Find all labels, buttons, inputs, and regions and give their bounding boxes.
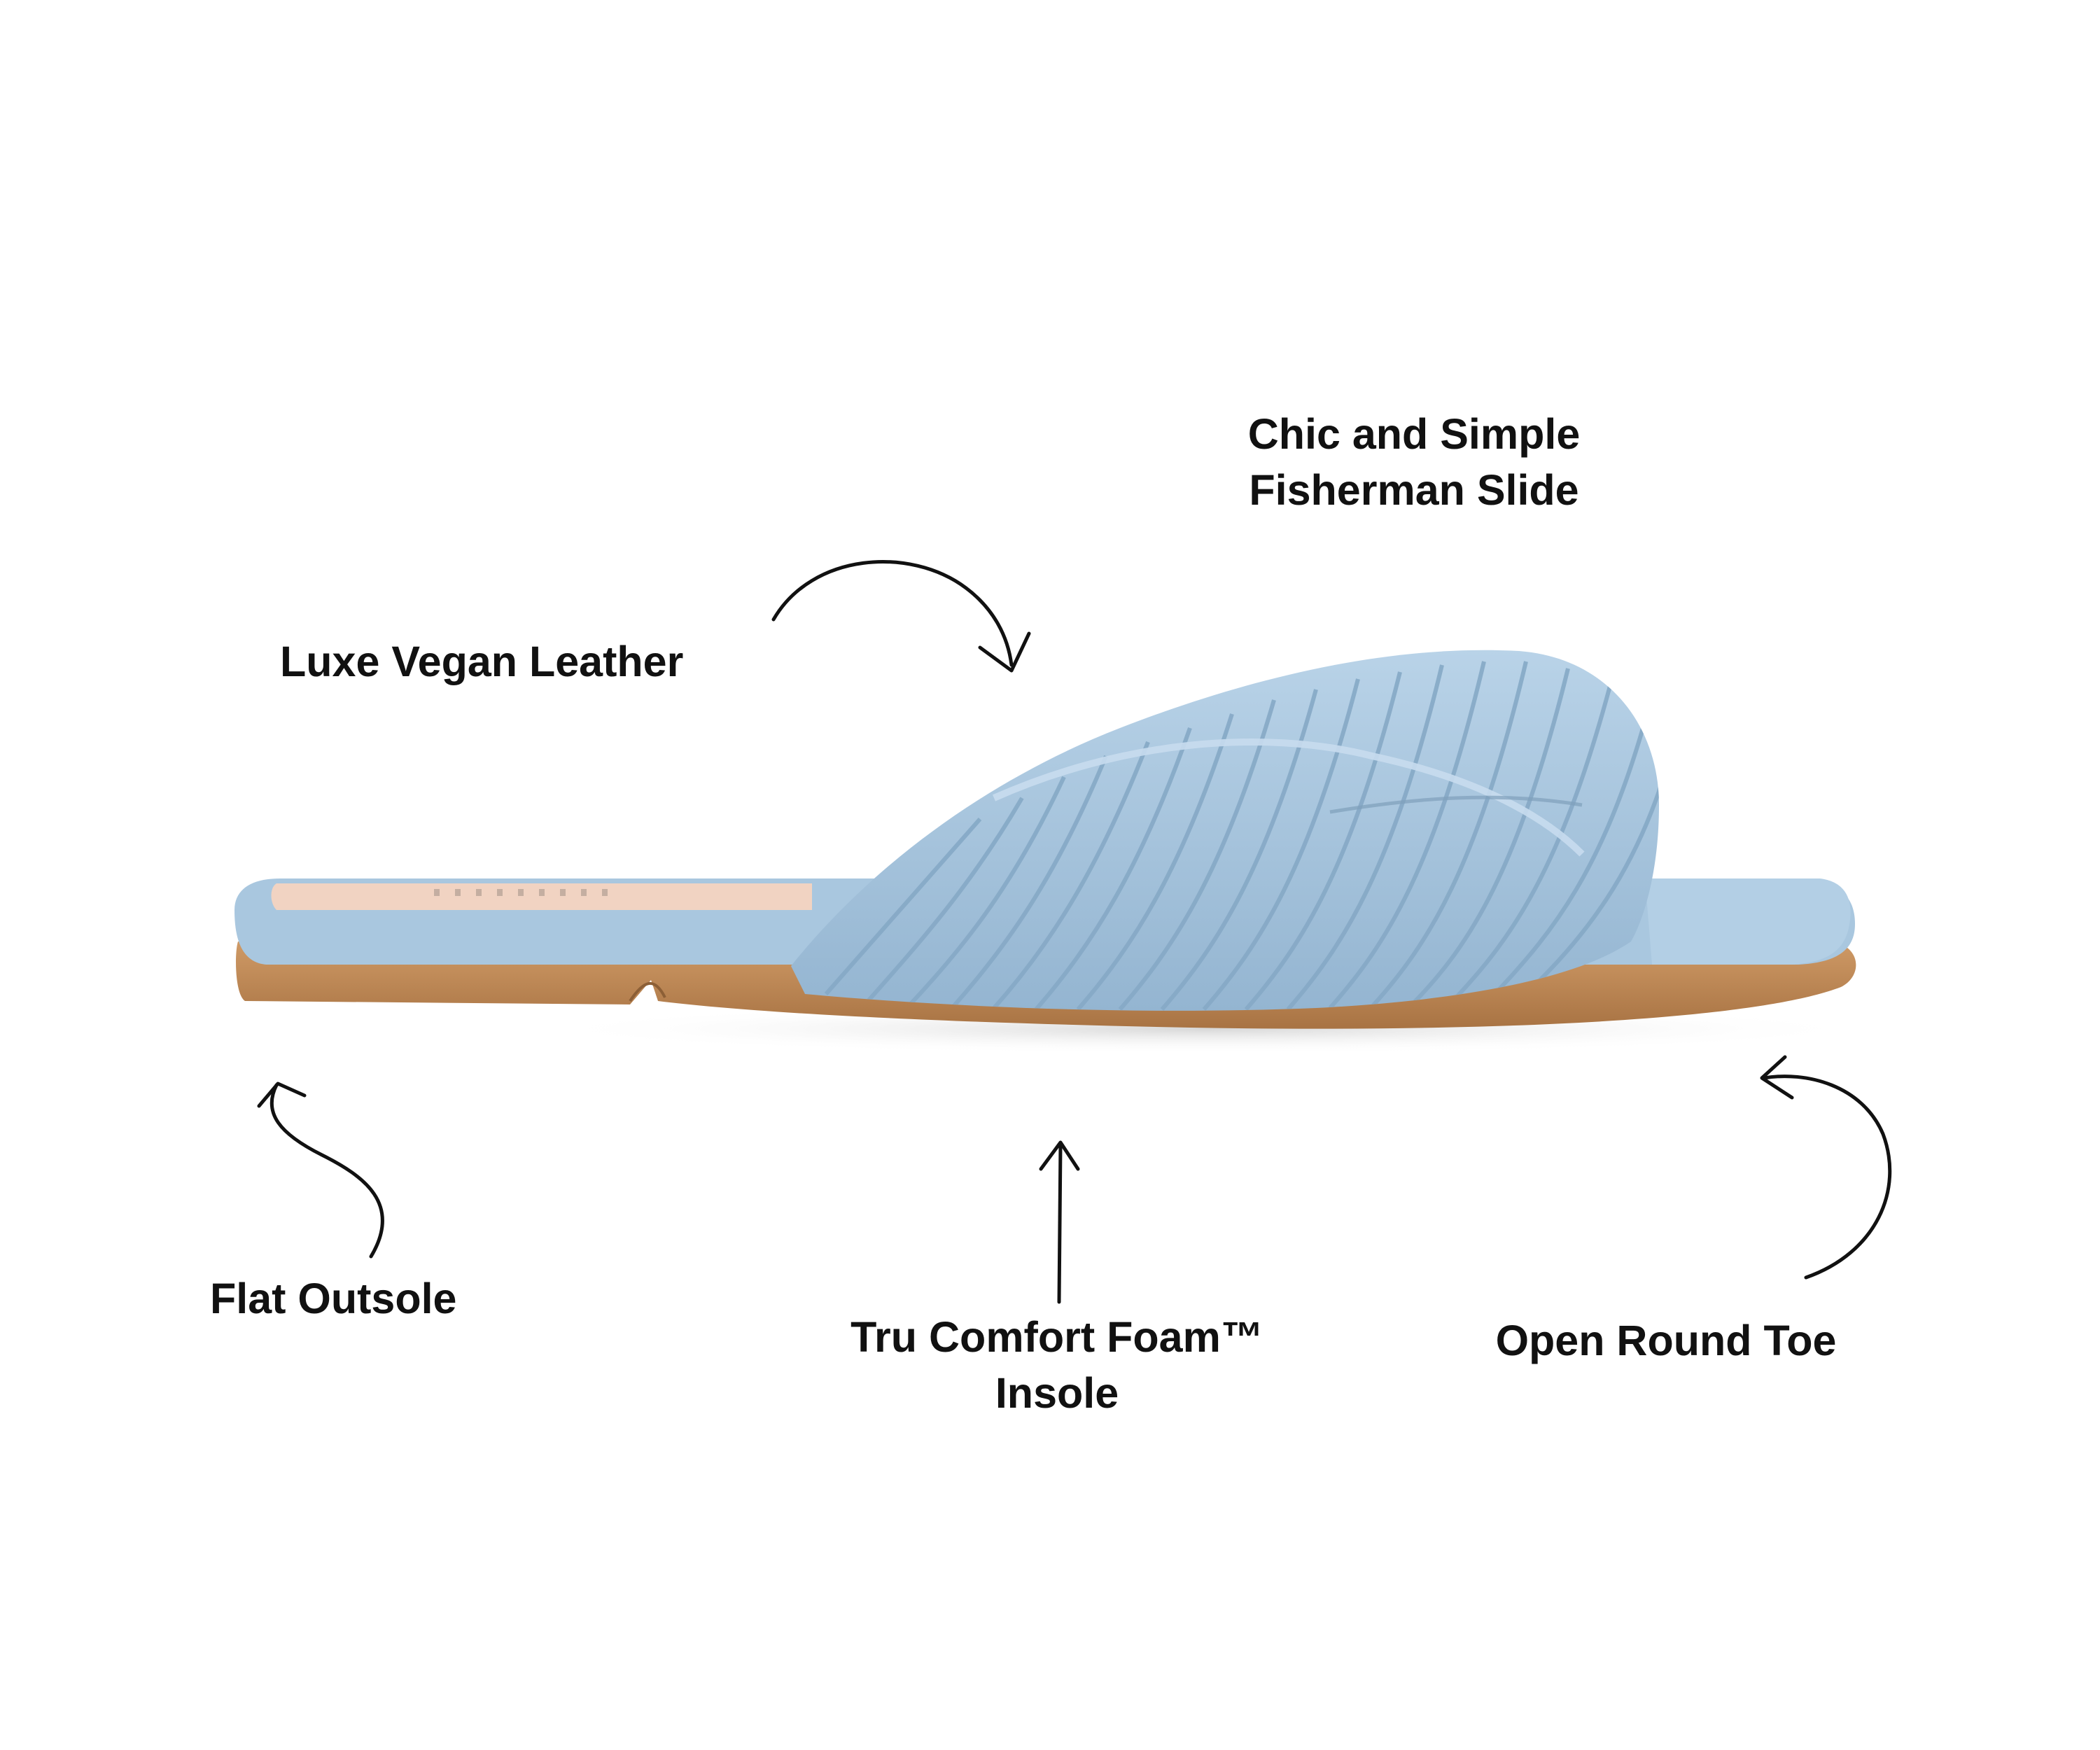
flat-arrow-icon [270, 1083, 384, 1259]
callout-open-round-toe: Open Round Toe [1442, 1312, 1890, 1368]
callout-tru-line1: Tru Comfort Foam™ [850, 1313, 1264, 1361]
callout-flat-outsole: Flat Outsole [210, 1270, 560, 1326]
callout-luxe-text: Luxe Vegan Leather [280, 638, 684, 685]
footbed-lining [271, 883, 812, 910]
callout-chic-line2: Fisherman Slide [1249, 466, 1579, 514]
callout-flat-text: Flat Outsole [210, 1275, 457, 1322]
callout-luxe-vegan-leather: Luxe Vegan Leather [280, 634, 770, 690]
callout-tru-line2: Insole [995, 1369, 1119, 1417]
callout-chic-simple: Chic and Simple Fisherman Slide [1176, 406, 1652, 518]
luxe-arrow-icon [771, 560, 1014, 667]
callout-tru-comfort-foam: Tru Comfort Foam™ Insole [784, 1309, 1330, 1421]
toe-arrow-icon [1762, 1074, 1892, 1280]
brand-stamp-icon [434, 889, 608, 896]
callout-chic-line1: Chic and Simple [1247, 410, 1581, 458]
tru-arrow-icon [1057, 1142, 1063, 1304]
callout-toe-text: Open Round Toe [1495, 1317, 1837, 1364]
curved-arrow-icon [257, 560, 1892, 1304]
knotted-strap [791, 650, 1659, 1011]
